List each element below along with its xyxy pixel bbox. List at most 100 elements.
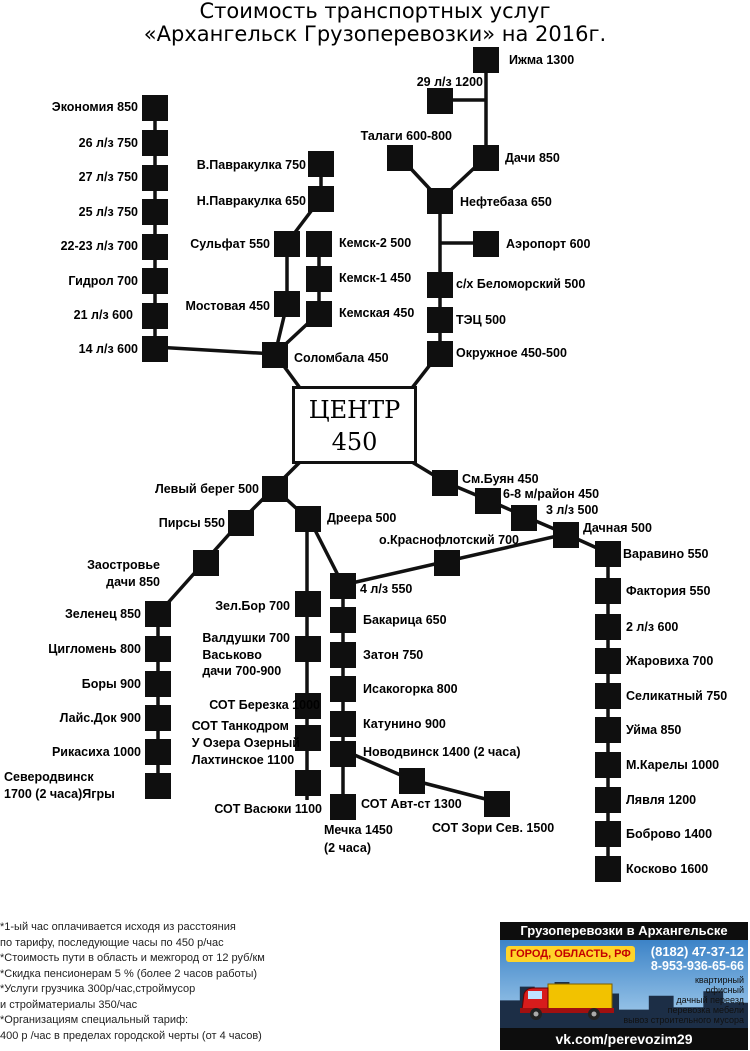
ad-services: квартирный офисный дачный переезд перево…: [623, 975, 744, 1035]
center-box: ЦЕНТР 450: [292, 386, 417, 464]
label-bobrovo: Боброво 1400: [626, 827, 713, 841]
node-ls25: [142, 199, 168, 225]
label-neftebaza: Нефтебаза 650: [460, 195, 552, 209]
label-ls2223: 22-23 л/з 700: [60, 239, 138, 253]
label-kemsk1: Кемск-1 450: [339, 271, 412, 285]
label-sotberezka: СОТ Березка 1000: [209, 698, 320, 712]
node-belomorsky: [427, 272, 453, 298]
label-koskovo: Косково 1600: [626, 862, 709, 876]
node-ls3: [511, 505, 537, 531]
node-novodvinsk: [330, 741, 356, 767]
node-solombala: [262, 342, 288, 368]
label-valdushki: Валдушки 700 Васьково дачи 700-900: [202, 631, 290, 678]
ad-service: перевозка мебели: [667, 1005, 744, 1015]
ad-banner: Грузоперевозки в Архангельске ГОРОД, ОБЛ…: [500, 922, 748, 1050]
node-zaostrovye: [193, 550, 219, 576]
node-laysdok: [145, 705, 171, 731]
truck-icon: [520, 983, 614, 1020]
node-ls21: [142, 303, 168, 329]
node-vpavrakulka: [308, 151, 334, 177]
node-ekonomiya: [142, 95, 168, 121]
node-ls26: [142, 130, 168, 156]
node-mr68: [475, 488, 501, 514]
node-okruzhnoe: [427, 341, 453, 367]
note-line: *Стоимость пути в область и межгород от …: [0, 952, 265, 964]
node-pirsy: [228, 510, 254, 536]
node-faktoriya: [595, 578, 621, 604]
node-mostovaya: [274, 291, 300, 317]
label-vpavrakulka: В.Павракулка 750: [196, 158, 306, 172]
label-zaostrovye: Заостровье дачи 850: [87, 558, 160, 589]
label-varavino: Варавино 550: [623, 547, 709, 561]
note-line: по тарифу, последующие часы по 450 р/час: [0, 936, 224, 949]
note-line: *1-ый час оплачивается исходя из расстоя…: [0, 921, 236, 933]
node-varavino: [595, 541, 621, 567]
label-ls27: 27 л/з 750: [78, 170, 138, 184]
label-npavrakulka: Н.Павракулка 650: [196, 194, 306, 208]
ad-phone-1: (8182) 47-37-12: [650, 944, 744, 959]
label-leviy: Левый берег 500: [154, 482, 259, 496]
label-aeroport: Аэропорт 600: [506, 237, 591, 251]
ad-service: дачный переезд: [676, 995, 744, 1005]
label-dachi: Дачи 850: [505, 151, 560, 165]
label-tsiglomen: Цигломень 800: [48, 642, 141, 656]
label-mechka: Мечка 1450 (2 часа): [324, 823, 393, 855]
node-bobrovo: [595, 821, 621, 847]
label-uyma: Уйма 850: [626, 723, 682, 737]
label-zharovikha: Жаровиха 700: [626, 654, 714, 668]
label-dachnaya: Дачная 500: [583, 521, 652, 535]
title-line-2: «Архангельск Грузоперевозки» на 2016г.: [143, 22, 607, 46]
node-dachnaya: [553, 522, 579, 548]
label-sotavtst: СОТ Авт-ст 1300: [361, 797, 462, 811]
label-selikatny: Селикатный 750: [626, 689, 728, 703]
node-dachi: [473, 145, 499, 171]
label-isakogorka: Исакогорка 800: [363, 682, 458, 696]
ad-phone-2: 8-953-936-65-66: [650, 959, 744, 973]
label-kemskaya: Кемская 450: [339, 306, 415, 320]
label-zelenets: Зеленец 850: [64, 607, 141, 621]
node-kemsk2: [306, 231, 332, 257]
label-mr68: 6-8 м/район 450: [503, 487, 600, 501]
node-mechka: [330, 794, 356, 820]
node-sottankodrom: [295, 725, 321, 751]
page-title: Стоимость транспортных услуг «Архангельс…: [0, 0, 750, 46]
label-mkarely: М.Карелы 1000: [626, 758, 720, 772]
node-ls29: [427, 88, 453, 114]
center-price: 450: [331, 428, 378, 456]
node-aeroport: [473, 231, 499, 257]
node-ls4: [330, 573, 356, 599]
label-izhma: Ижма 1300: [509, 53, 575, 67]
node-isakogorka: [330, 676, 356, 702]
node-dreera: [295, 506, 321, 532]
label-zaton: Затон 750: [363, 648, 424, 662]
label-pirsy: Пирсы 550: [158, 516, 225, 530]
ad-header: Грузоперевозки в Архангельске: [500, 922, 748, 940]
note-line: 400 р /час в пределах городской черты (о…: [0, 1029, 262, 1042]
node-tsiglomen: [145, 636, 171, 662]
label-katunino: Катунино 900: [363, 717, 446, 731]
label-ls14: 14 л/з 600: [78, 342, 138, 356]
ad-service: квартирный: [694, 975, 744, 985]
note-line: *Организациям специальный тариф:: [0, 1014, 189, 1026]
label-ls25: 25 л/з 750: [78, 205, 138, 219]
node-katunino: [330, 711, 356, 737]
node-npavrakulka: [308, 186, 334, 212]
node-lyavlya: [595, 787, 621, 813]
node-mkarely: [595, 752, 621, 778]
node-rikasikha: [145, 739, 171, 765]
label-smbuyan: См.Буян 450: [462, 472, 539, 486]
node-zaton: [330, 642, 356, 668]
label-gidrol: Гидрол 700: [68, 274, 138, 288]
ad-footer-link[interactable]: vk.com/perevozim29: [500, 1028, 748, 1050]
note-line: и стройматериалы 350/час: [0, 998, 138, 1011]
label-sottankodrom: СОТ Танкодром У Озера Озерный Лахтинское…: [191, 719, 300, 767]
ad-service: вывоз строительного мусора: [623, 1015, 744, 1025]
label-ls26: 26 л/з 750: [78, 136, 138, 150]
label-bakaritsa: Бакарица 650: [363, 613, 447, 627]
footnotes: *1-ый час оплачивается исходя из расстоя…: [0, 920, 480, 1044]
node-koskovo: [595, 856, 621, 882]
node-uyma: [595, 717, 621, 743]
node-sotzori: [484, 791, 510, 817]
label-kemsk2: Кемск-2 500: [339, 236, 412, 250]
label-ls2: 2 л/з 600: [626, 620, 679, 634]
